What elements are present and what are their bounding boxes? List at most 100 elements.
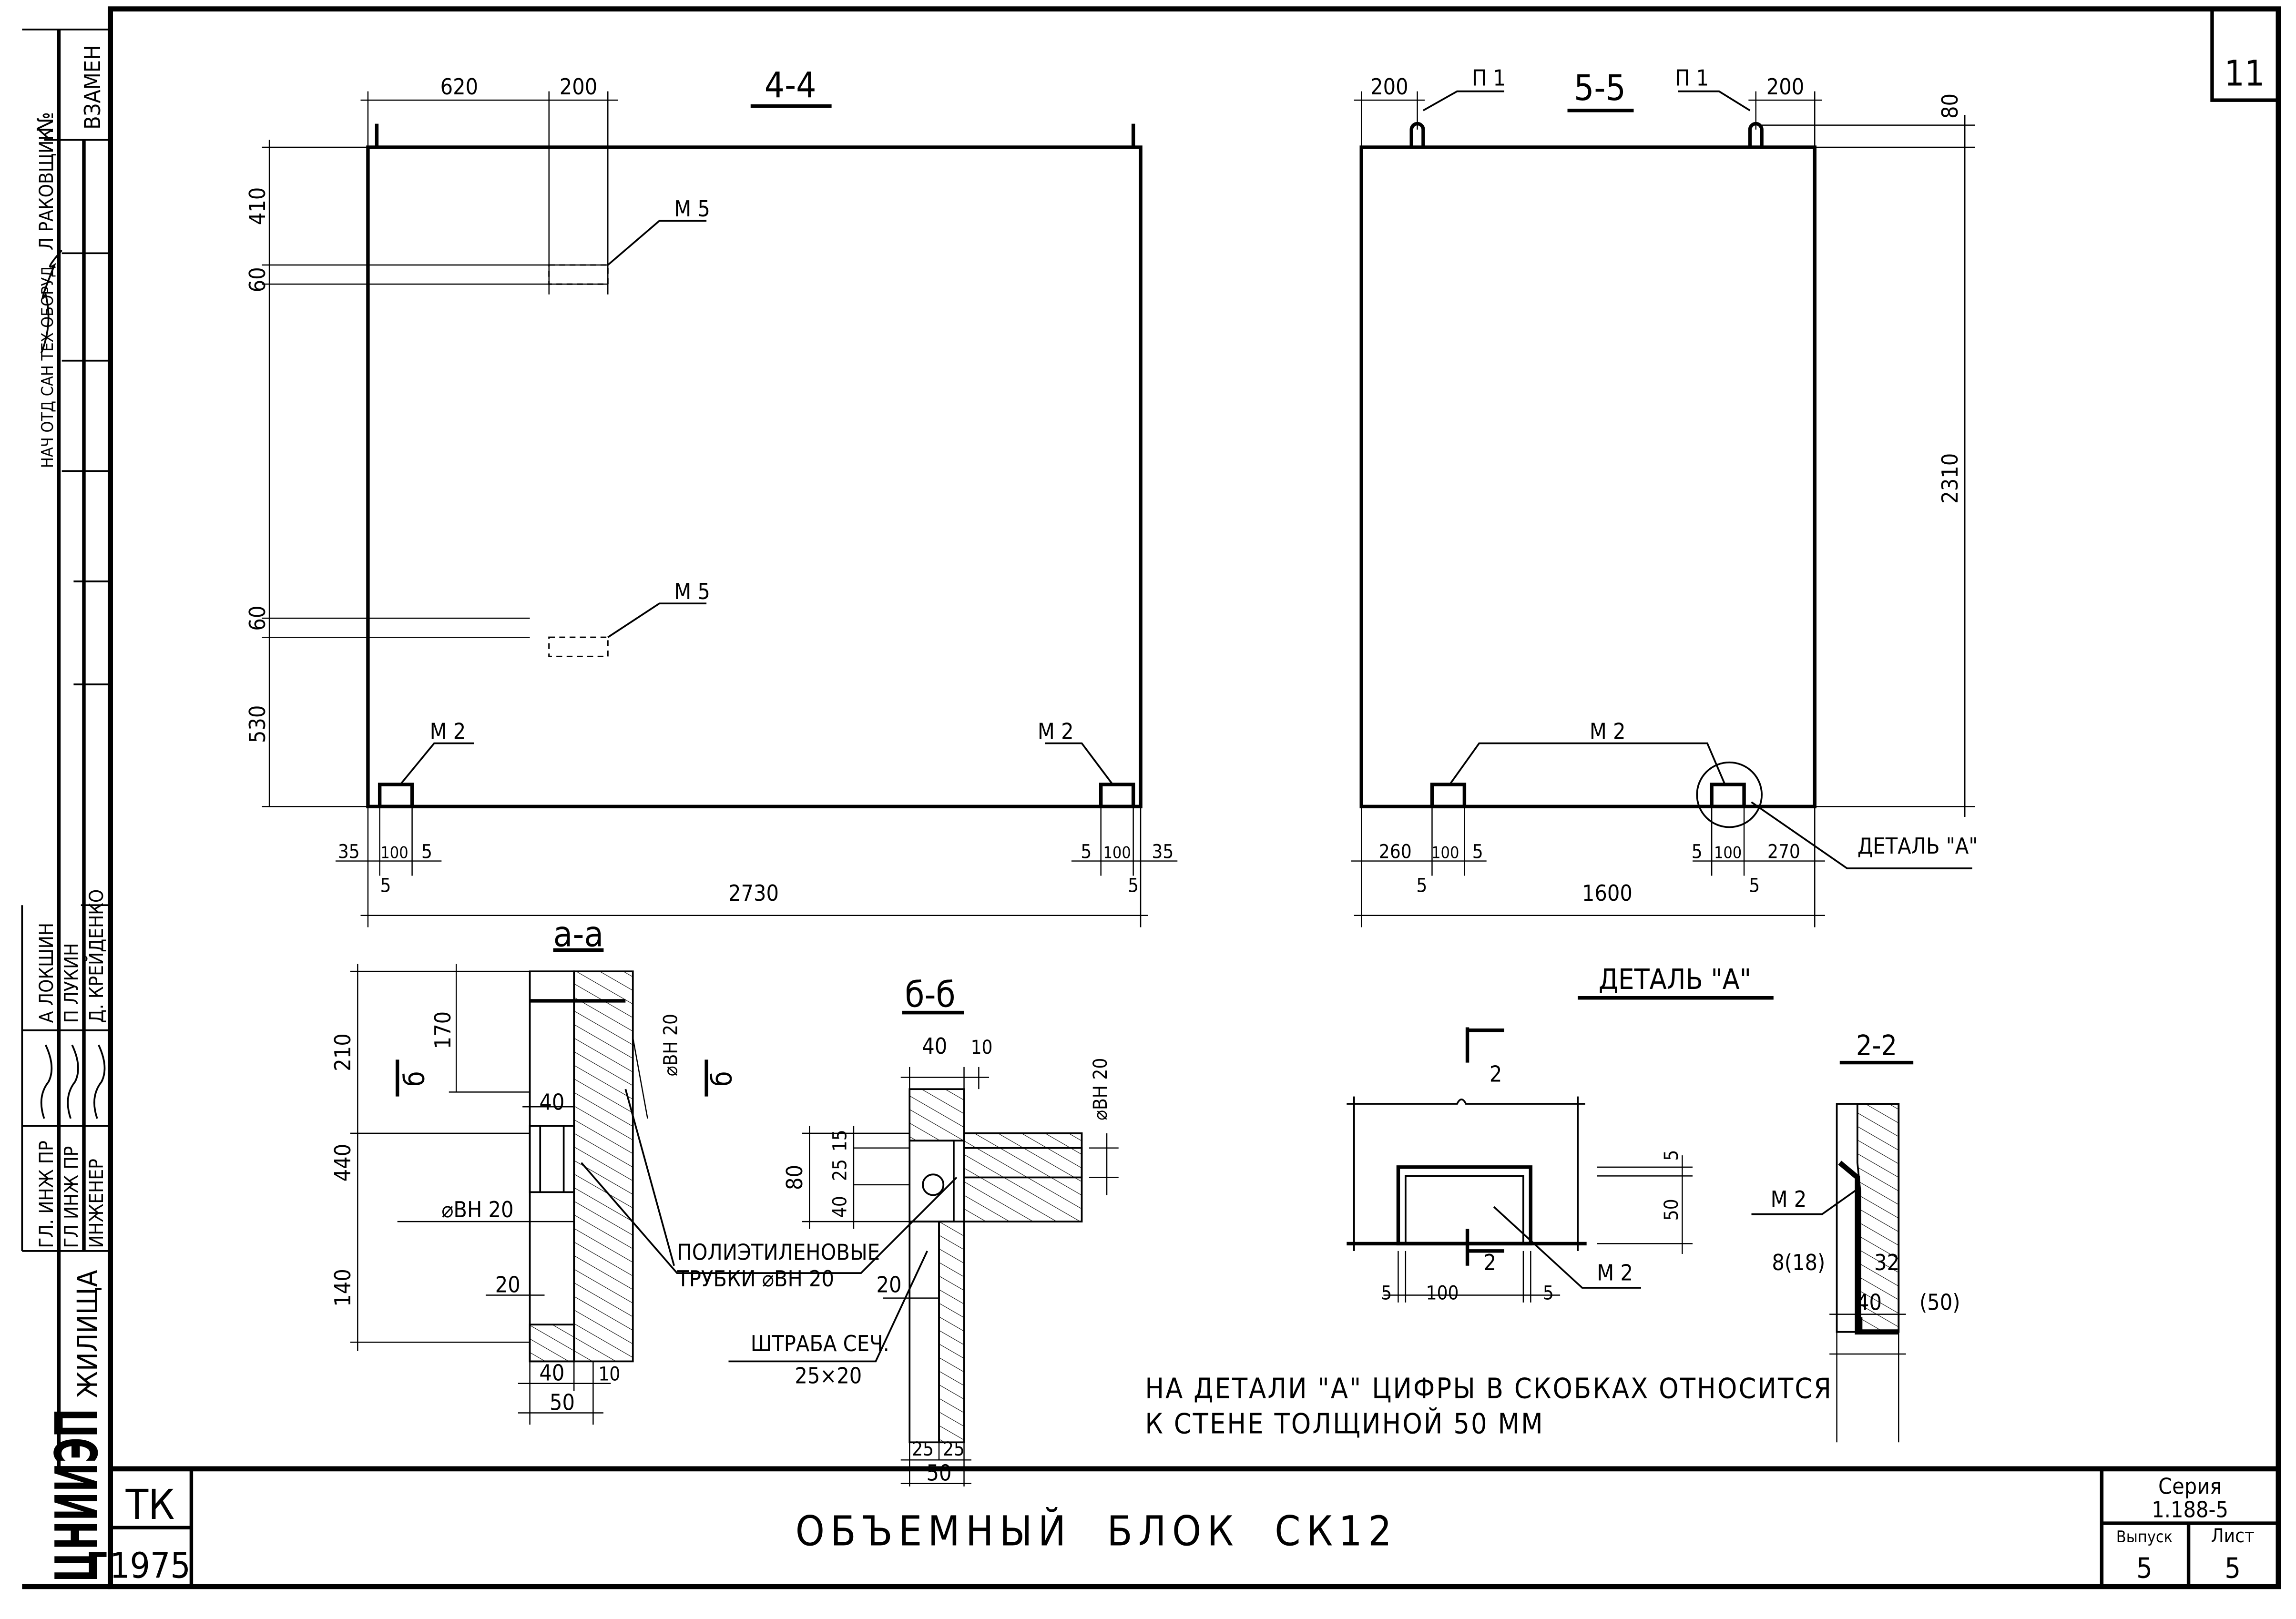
dim-100-right: 100 bbox=[1714, 843, 1742, 862]
dim-25: 25 bbox=[829, 1159, 851, 1181]
dim-40: 40 bbox=[1857, 1289, 1882, 1315]
stamp-replacement-label: ВЗАМЕН bbox=[80, 45, 105, 130]
dim-5-right: 5 bbox=[1692, 841, 1703, 863]
dim-5-left: 5 bbox=[1472, 841, 1483, 863]
dim-200: 200 bbox=[560, 74, 597, 100]
title-code: ТК bbox=[125, 1481, 175, 1529]
drawing-title: ОБЪЕМНЫЙ БЛОК СК12 bbox=[796, 1507, 1398, 1555]
stamp-role-head-dept: НАЧ ОТД САН ТЕХ ОБОРУД bbox=[38, 266, 57, 468]
pipes-note-line1: ПОЛИЭТИЛЕНОВЫЕ bbox=[677, 1239, 880, 1265]
dim-32: 32 bbox=[1874, 1250, 1899, 1275]
dim-35-right: 35 bbox=[1152, 841, 1174, 863]
diameter: ⌀ВН 20 bbox=[1090, 1058, 1112, 1120]
view-4-4 bbox=[262, 91, 1178, 927]
chase-note-line2: 25×20 bbox=[795, 1363, 862, 1389]
dim-80: 80 bbox=[1937, 93, 1963, 119]
section-b-b bbox=[728, 1010, 1119, 1487]
section-b-b-title: б-б bbox=[905, 974, 955, 1015]
section-a-a bbox=[350, 964, 958, 1425]
dim-40-inner: 40 bbox=[539, 1089, 564, 1115]
dim-210: 210 bbox=[330, 1033, 356, 1071]
dim-200-right: 200 bbox=[1766, 74, 1804, 100]
label-m2-right: М 2 bbox=[1038, 718, 1074, 744]
dim-100-left: 100 bbox=[380, 843, 408, 862]
label-m2-left: М 2 bbox=[430, 718, 466, 744]
dim-40: 40 bbox=[829, 1196, 851, 1218]
detail-a-view bbox=[1347, 1027, 1693, 1303]
dim-60-bottom: 60 bbox=[245, 606, 270, 631]
pipes-note-line2: ТРУБКИ ⌀ВН 20 bbox=[676, 1266, 834, 1292]
dim-5-vertical: 5 bbox=[1661, 1150, 1683, 1161]
label-m2: М 2 bbox=[1590, 718, 1626, 744]
sheet-number: 11 bbox=[2225, 53, 2265, 94]
dim-50-bracket: (50) bbox=[1919, 1289, 1960, 1315]
dim-170: 170 bbox=[430, 1011, 456, 1049]
dim-35-left: 35 bbox=[338, 841, 360, 863]
sheet-label: Лист bbox=[2211, 1525, 2254, 1547]
view-4-4-title: 4-4 bbox=[765, 65, 816, 106]
dim-200-left: 200 bbox=[1370, 74, 1408, 100]
series-label: Серия bbox=[2158, 1473, 2222, 1499]
sheet-frame bbox=[108, 6, 2281, 1589]
dim-1600: 1600 bbox=[1582, 880, 1633, 906]
dim-5-right: 5 bbox=[1081, 841, 1092, 863]
organization-logo: ЦНИИЭП bbox=[43, 1408, 112, 1582]
diameter-right: ⌀ВН 20 bbox=[660, 1014, 682, 1076]
dim-5-right-under: 5 bbox=[1128, 875, 1139, 896]
dim-5-left: 5 bbox=[421, 841, 432, 863]
view-5-5-title: 5-5 bbox=[1574, 68, 1626, 109]
dim-5-left-under: 5 bbox=[380, 875, 391, 896]
dim-530: 530 bbox=[245, 705, 270, 743]
dim-5-left-under: 5 bbox=[1416, 875, 1427, 896]
stamp-role-chief-eng: ГЛ. ИНЖ ПР bbox=[36, 1140, 58, 1248]
title-block bbox=[110, 1468, 2278, 1587]
dim-100: 100 bbox=[1426, 1283, 1459, 1304]
section-a-a-title: а-а bbox=[553, 914, 604, 955]
dim-260: 260 bbox=[1379, 841, 1412, 863]
dim-140: 140 bbox=[330, 1269, 356, 1306]
dim-100-left: 100 bbox=[1431, 843, 1459, 862]
signature bbox=[40, 1044, 106, 1119]
dim-20: 20 bbox=[877, 1272, 902, 1297]
dim-40-bottom: 40 bbox=[539, 1360, 564, 1386]
detail-a-title: ДЕТАЛЬ "А" bbox=[1599, 963, 1751, 996]
dim-440: 440 bbox=[330, 1144, 356, 1181]
label-p1-right: П 1 bbox=[1675, 65, 1709, 91]
cut-label-bottom: 2 bbox=[1484, 1250, 1496, 1275]
cut-mark-right: б bbox=[706, 1071, 738, 1087]
dim-25-left: 25 bbox=[912, 1438, 934, 1460]
dim-10-top: 10 bbox=[971, 1037, 993, 1059]
dim-2310: 2310 bbox=[1937, 453, 1963, 504]
dim-2730: 2730 bbox=[728, 880, 779, 906]
organization-sub: ЖИЛИЩА bbox=[71, 1270, 104, 1398]
section-g-g bbox=[1751, 1103, 1906, 1443]
dim-15: 15 bbox=[829, 1130, 851, 1151]
note-line2: К СТЕНЕ ТОЛЩИНОЙ 50 ММ bbox=[1145, 1407, 1544, 1440]
dim-25-right: 25 bbox=[943, 1438, 965, 1460]
dim-5-right: 5 bbox=[1543, 1283, 1554, 1304]
dim-50-vertical: 50 bbox=[1661, 1199, 1683, 1221]
stamp-role-engineer: ИНЖЕНЕР bbox=[86, 1159, 108, 1248]
section-g-g-title: 2-2 bbox=[1856, 1029, 1897, 1062]
view-5-5 bbox=[1351, 90, 1975, 927]
diameter-left: ⌀ВН 20 bbox=[441, 1197, 513, 1222]
signature bbox=[40, 249, 63, 354]
dim-100-right: 100 bbox=[1103, 843, 1131, 862]
dim-50-bottom: 50 bbox=[927, 1460, 952, 1486]
dim-40-top: 40 bbox=[922, 1033, 947, 1059]
dim-80: 80 bbox=[782, 1165, 807, 1190]
label-m5-bottom: М 5 bbox=[674, 579, 710, 604]
stamp-name-lukin: П ЛУКИН bbox=[61, 943, 83, 1023]
title-year: 1975 bbox=[110, 1545, 191, 1586]
dim-410: 410 bbox=[245, 187, 270, 225]
detail-a-m2-label: М 2 bbox=[1597, 1260, 1633, 1286]
stamp-name-lokshin: А ЛОКШИН bbox=[36, 923, 58, 1023]
stamp-name-rakovshchik: Л РАКОВЩИК bbox=[36, 128, 58, 250]
dim-270: 270 bbox=[1767, 841, 1800, 863]
series-value: 1.188-5 bbox=[2152, 1497, 2228, 1523]
cut-mark-left: б bbox=[398, 1071, 430, 1087]
stamp-number-label: № bbox=[32, 112, 58, 132]
dim-620: 620 bbox=[440, 74, 478, 100]
chase-note-line1: ШТРАБА СЕЧ. bbox=[751, 1331, 889, 1356]
